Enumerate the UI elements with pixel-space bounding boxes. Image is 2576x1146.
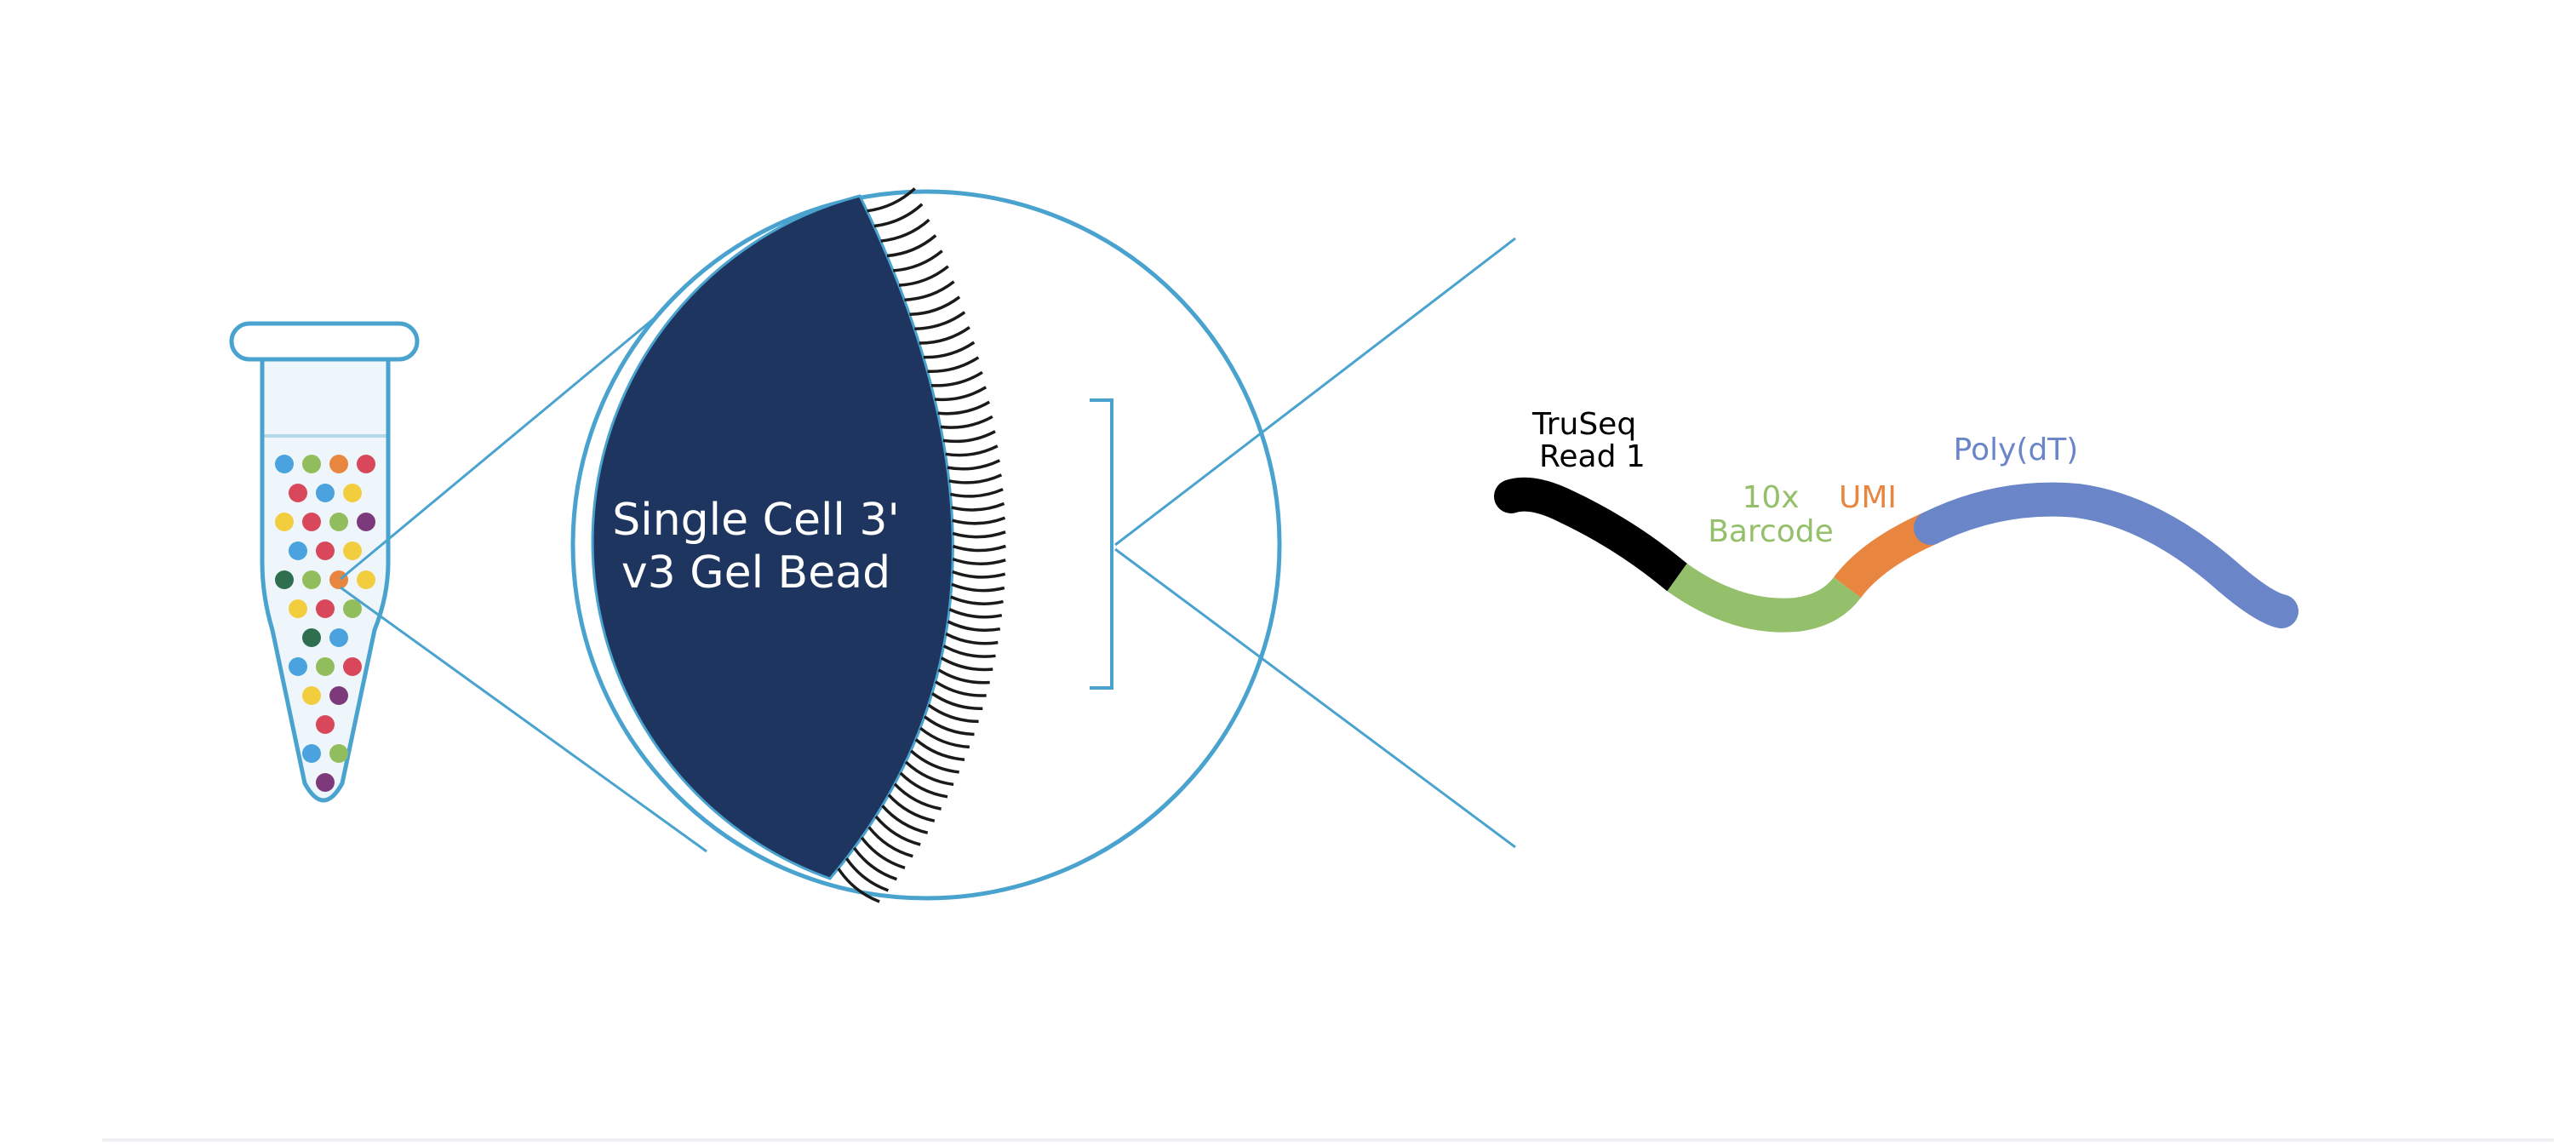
tube-dot (302, 686, 321, 705)
label-barcode-line1: 10x (1742, 480, 1799, 515)
tube-dot (329, 455, 348, 473)
tube-dot (316, 715, 335, 734)
tube-dot (357, 570, 375, 589)
tube-dot (316, 773, 335, 792)
segment-10x-barcode (1677, 577, 1847, 616)
label-barcode-line2: Barcode (1708, 514, 1834, 549)
tube-dot (316, 484, 335, 502)
tube-dot (357, 513, 375, 531)
sample-tube (232, 324, 417, 800)
tube-dot (289, 541, 307, 560)
tube-dot (357, 455, 375, 473)
magnifier: Single Cell 3' v3 Gel Bead (573, 188, 1279, 902)
tube-dot (289, 657, 307, 676)
segment-truseq-read1 (1511, 495, 1677, 577)
tube-dot (329, 570, 348, 589)
tube-dot (289, 599, 307, 618)
label-truseq-line2: Read 1 (1539, 439, 1646, 474)
tube-dot (289, 484, 307, 502)
bead-label-line2: v3 Gel Bead (621, 547, 890, 599)
label-truseq-line1: TruSeq (1531, 407, 1636, 442)
tube-dot (302, 744, 321, 763)
tube-dot (302, 570, 321, 589)
tube-dot (302, 455, 321, 473)
bottom-divider (102, 1138, 2554, 1142)
segment-poly-dt (1931, 500, 2281, 611)
tube-dot (275, 455, 294, 473)
tube-dot (343, 657, 362, 676)
tube-dot (275, 570, 294, 589)
tube-dot (316, 541, 335, 560)
tube-dot (329, 744, 348, 763)
label-poly-dt: Poly(dT) (1954, 433, 2079, 467)
tube-dot (275, 513, 294, 531)
tube-liquid-line (262, 434, 388, 438)
tube-cap (232, 324, 417, 359)
tube-dot (329, 628, 348, 647)
tube-dot (329, 686, 348, 705)
tube-dot (343, 484, 362, 502)
tube-dot (302, 628, 321, 647)
tube-dot (316, 599, 335, 618)
tube-dot (302, 513, 321, 531)
label-umi: UMI (1839, 480, 1897, 515)
bead-label-line1: Single Cell 3' (612, 495, 900, 546)
tube-dot (329, 513, 348, 531)
tube-dot (316, 657, 335, 676)
tube-dot (343, 541, 362, 560)
